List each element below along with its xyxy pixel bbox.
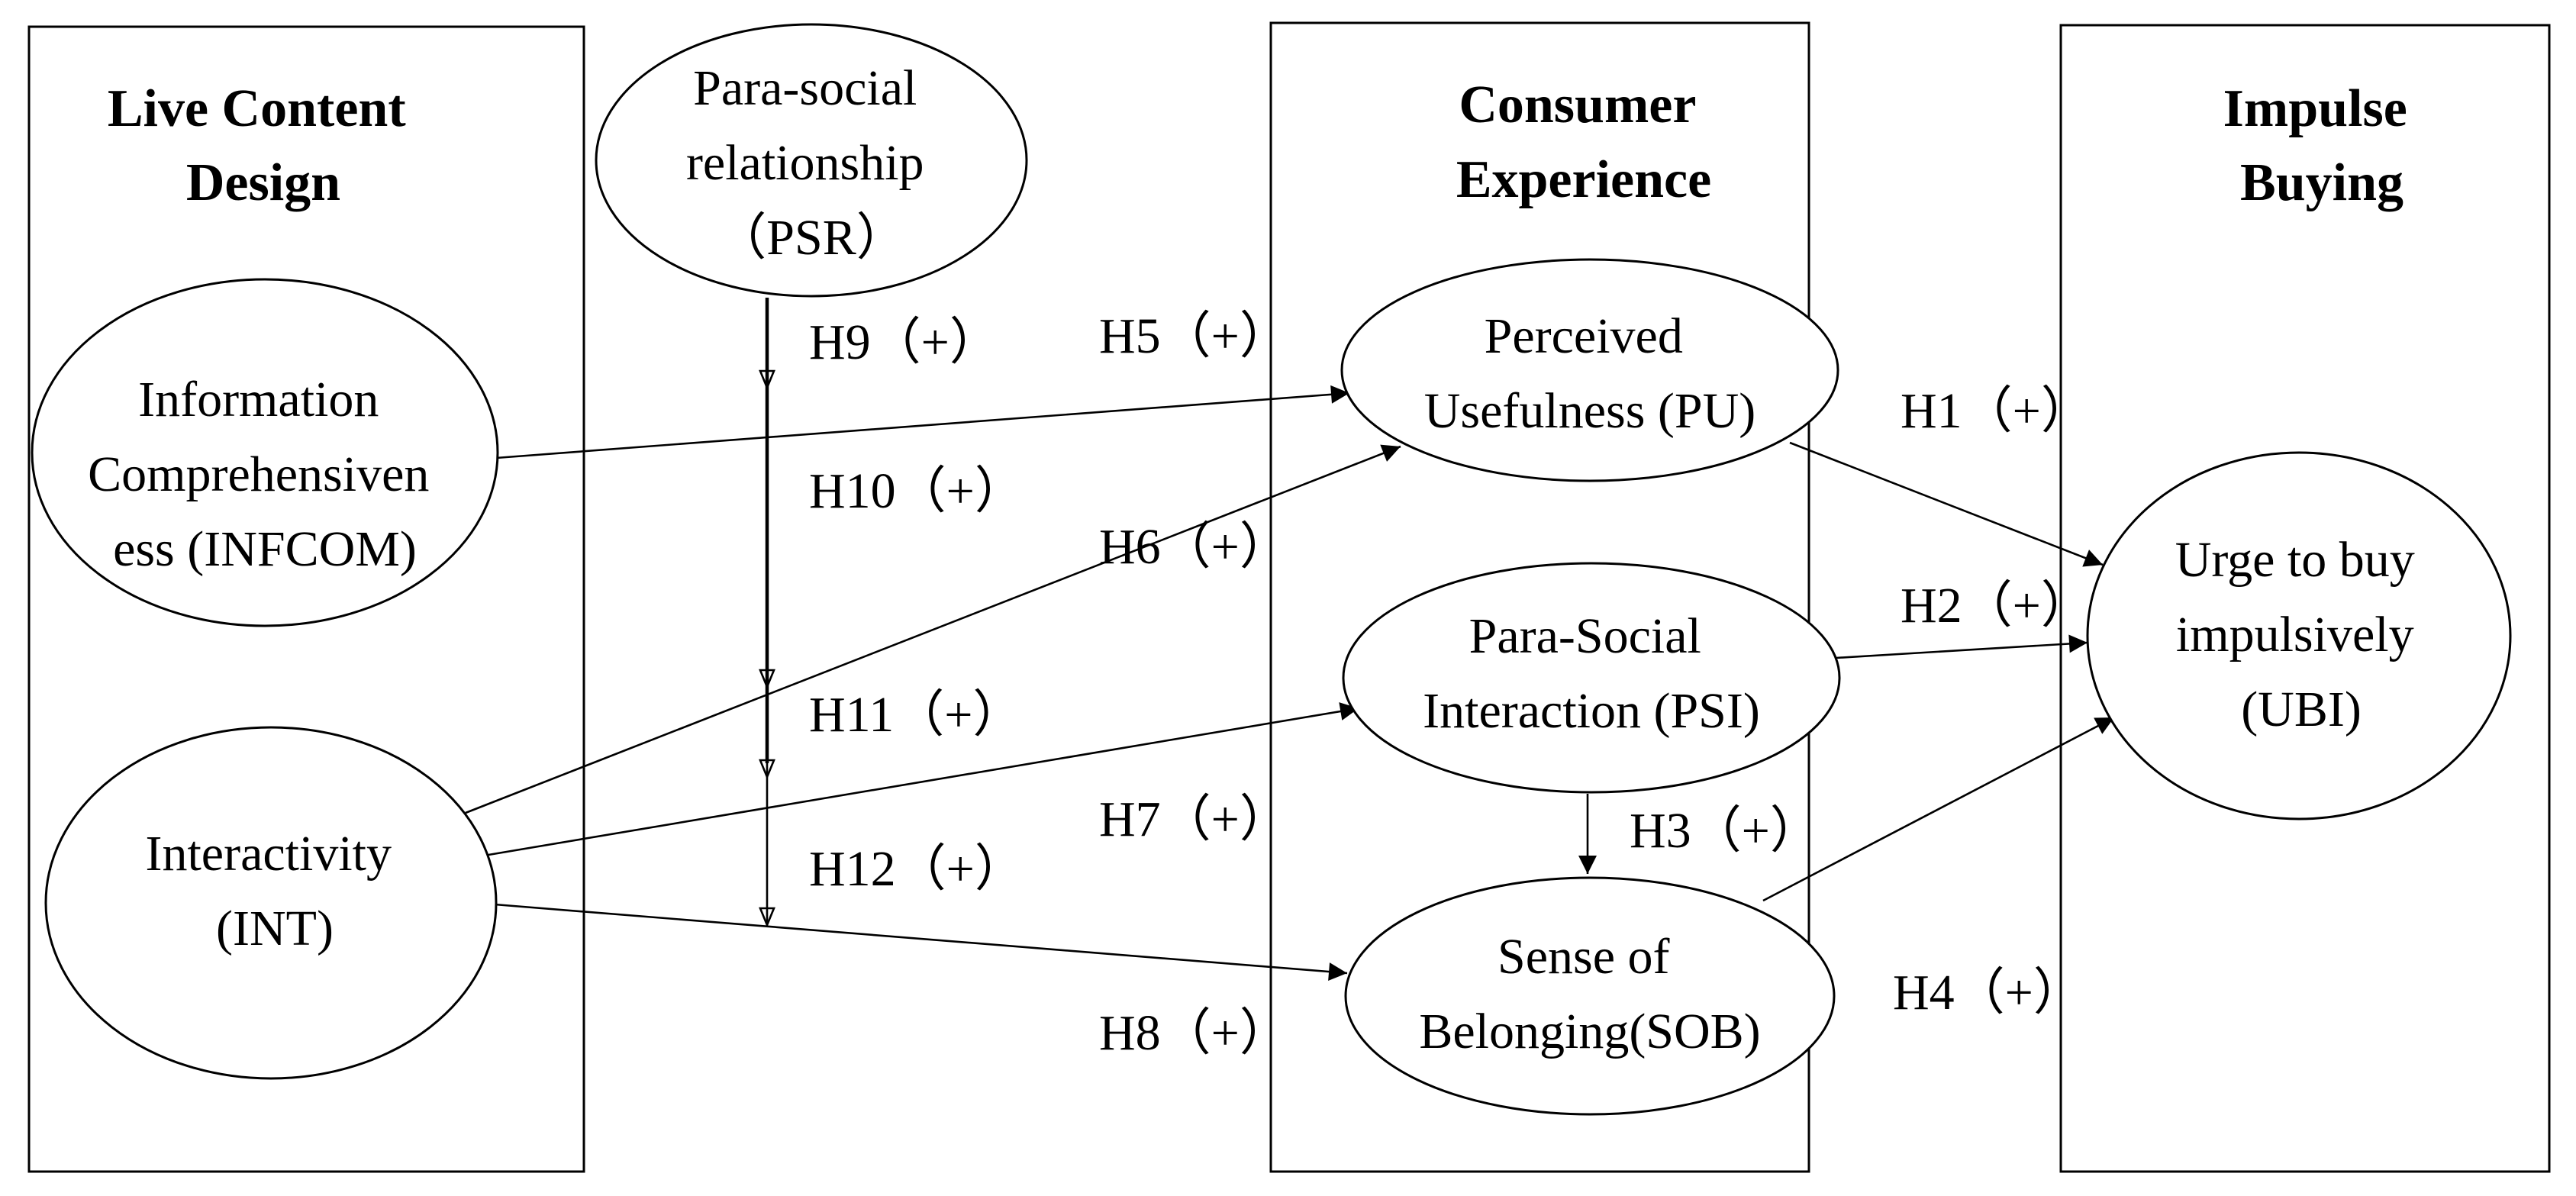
moderator-arrow-h11 xyxy=(759,669,775,690)
edge-h7 xyxy=(488,702,1359,856)
edge-h8 xyxy=(494,903,1348,982)
header-impulse-buying: Impulse Buying xyxy=(2223,79,2421,212)
label-h3: H3（+） xyxy=(1630,803,1820,859)
label-h5: H5（+） xyxy=(1099,308,1290,364)
node-sob-label: Sense of Belonging(SOB) xyxy=(1419,929,1760,1059)
moderator-arrow-h9 xyxy=(759,369,775,391)
node-infcom xyxy=(31,278,499,627)
node-psr-label: Para-social relationship （PSR） xyxy=(686,60,937,266)
node-psi-label: Para-Social Interaction (PSI) xyxy=(1423,608,1760,739)
node-pu-label: Perceived Usefulness (PU) xyxy=(1424,308,1755,439)
label-h10: H10（+） xyxy=(809,463,1025,519)
moderator-arrow-h10 xyxy=(759,759,775,780)
edge-h5 xyxy=(495,385,1350,459)
label-h2: H2（+） xyxy=(1901,578,2091,633)
label-h12: H12（+） xyxy=(809,841,1025,897)
node-ubi xyxy=(2086,451,2512,820)
node-int xyxy=(44,726,498,1080)
label-h4: H4（+） xyxy=(1893,965,2084,1020)
group-impulse-buying xyxy=(2059,24,2551,1173)
node-int-label: Interactivity (INT) xyxy=(145,826,404,956)
moderator-arrow-h12 xyxy=(759,907,775,928)
node-psr xyxy=(595,23,1028,298)
label-h9: H9（+） xyxy=(809,314,1000,370)
edge-h2 xyxy=(1835,634,2088,659)
node-pu xyxy=(1340,258,1839,482)
group-live-content-design xyxy=(27,25,585,1173)
node-infcom-label: Information Comprehensiven ess (INFCOM) xyxy=(88,372,442,577)
label-h11: H11（+） xyxy=(809,687,1023,743)
group-consumer-experience xyxy=(1269,21,1810,1173)
header-consumer-experience: Consumer Experience xyxy=(1456,76,1711,209)
header-live-content-design: Live Content Design xyxy=(108,79,419,212)
edge-h6 xyxy=(465,444,1401,814)
node-psi xyxy=(1342,562,1841,794)
label-h7: H7（+） xyxy=(1099,791,1290,847)
label-h8: H8（+） xyxy=(1099,1005,1290,1061)
edge-h4 xyxy=(1762,716,2115,902)
label-h1: H1（+） xyxy=(1901,383,2091,439)
node-sob xyxy=(1344,876,1836,1116)
label-h6: H6（+） xyxy=(1099,519,1290,575)
node-ubi-label: Urge to buy impulsively (UBI) xyxy=(2175,532,2428,737)
edge-h1 xyxy=(1789,441,2104,567)
